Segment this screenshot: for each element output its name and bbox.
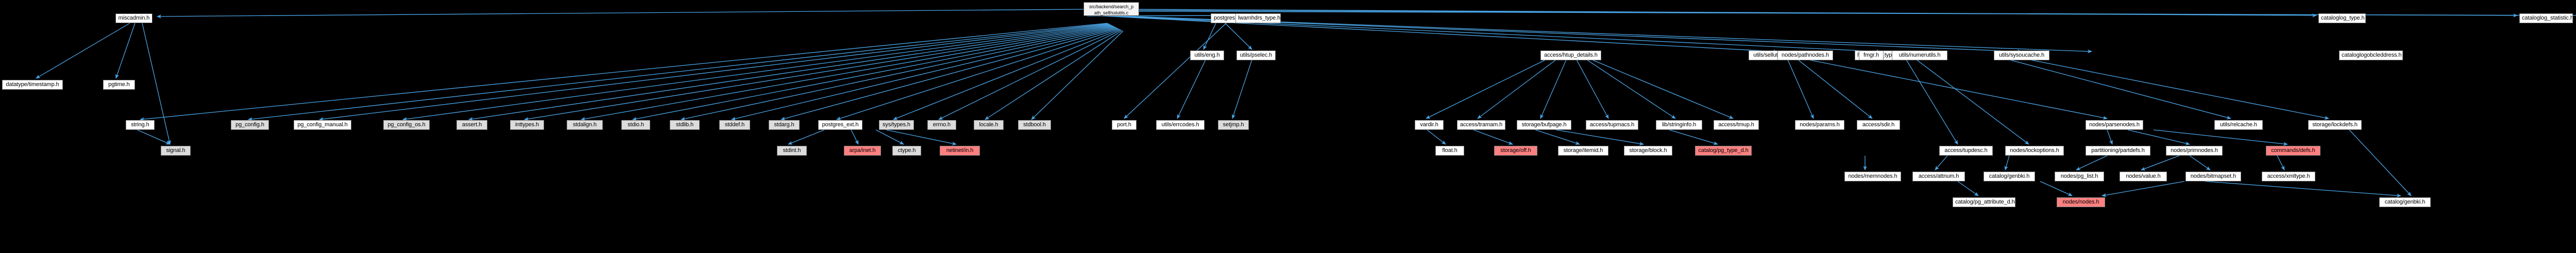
graph-node-n53[interactable]: netinet/in.h — [940, 146, 980, 156]
graph-node-n59[interactable]: catalog/pg_type_d.h — [1695, 146, 1752, 156]
graph-node-n2[interactable]: postgres.h — [1211, 13, 1243, 23]
graph-node-n16[interactable]: nodes/pathnodes.h — [1777, 50, 1833, 60]
graph-node-n36[interactable]: port.h — [1112, 120, 1137, 130]
graph-node-n1[interactable]: miscadmin.h — [115, 13, 152, 23]
graph-node-n67[interactable]: catalog/genbki.h — [1984, 172, 2035, 181]
graph-node-n62[interactable]: partitioning/partdefs.h — [2086, 146, 2150, 156]
graph-node-n33[interactable]: errno.h — [927, 120, 956, 130]
graph-node-n64[interactable]: commands/defs.h — [2266, 146, 2320, 156]
graph-node-n60[interactable]: access/tupdesc.h — [1939, 146, 1993, 156]
graph-node-n15[interactable]: access/htup_details.h — [1540, 50, 1601, 60]
graph-node-n0-line1: src/backend/search_p — [1089, 4, 1134, 9]
graph-node-n3[interactable]: lwarnhdrs_type.h — [1235, 13, 1281, 23]
graph-node-n19[interactable]: utils/sysoucache.h — [1994, 50, 2049, 60]
graph-node-n13[interactable]: utils/eng.h — [1190, 50, 1224, 60]
graph-node-n21[interactable]: pg_config.h — [231, 120, 269, 130]
graph-node-n50[interactable]: stdint.h — [777, 146, 807, 156]
graph-node-n32[interactable]: sys/types.h — [879, 120, 914, 130]
graph-node-n55[interactable]: float.h — [1435, 146, 1464, 156]
graph-node-n28[interactable]: stdlib.h — [670, 120, 700, 130]
graph-node-n74[interactable]: catalog/genbki.h — [2379, 197, 2431, 207]
graph-node-n44[interactable]: access/tmup.h — [1714, 120, 1759, 130]
graph-node-n45[interactable]: nodes/params.h — [1795, 120, 1844, 130]
graph-node-n5[interactable]: cataloglog_statistic.h — [2519, 13, 2573, 23]
graph-node-n40[interactable]: access/tramam.h — [1457, 120, 1505, 130]
graph-node-n43[interactable]: lib/stringinfo.h — [1656, 120, 1702, 130]
graph-node-n20[interactable]: string.h — [126, 120, 155, 130]
graph-node-n69[interactable]: nodes/value.h — [2120, 172, 2167, 181]
graph-node-n24[interactable]: assert.h — [456, 120, 487, 130]
graph-node-n34[interactable]: locale.h — [974, 120, 1004, 130]
graph-node-n54[interactable]: signal.h — [161, 146, 191, 156]
graph-node-n30[interactable]: stdarg.h — [769, 120, 800, 130]
graph-node-n56[interactable]: storage/off.h — [1494, 146, 1537, 156]
graph-node-n27[interactable]: stdio.h — [621, 120, 650, 130]
graph-node-n35[interactable]: stdbool.h — [1018, 120, 1051, 130]
graph-node-n41[interactable]: storage/bufpage.h — [1517, 120, 1571, 130]
graph-node-n57[interactable]: storage/itemid.h — [1558, 146, 1608, 156]
graph-node-n68[interactable]: nodes/pg_list.h — [2055, 172, 2104, 181]
graph-node-n37[interactable]: utils/errcodes.h — [1156, 120, 1205, 130]
graph-node-n49[interactable]: storage/lockdefs.h — [2308, 120, 2362, 130]
graph-node-n8[interactable]: pgtime.h — [103, 80, 135, 90]
graph-node-n14[interactable]: utils/pselec.h — [1236, 50, 1276, 60]
graph-node-n29[interactable]: stddef.h — [719, 120, 750, 130]
graph-node-n66[interactable]: access/attnum.h — [1912, 172, 1965, 181]
graph-node-n52[interactable]: ctype.h — [892, 146, 921, 156]
graph-node-n23[interactable]: pg_config_os.h — [383, 120, 430, 130]
graph-node-n72[interactable]: catalog/pg_attribute_d.h — [1953, 197, 2015, 207]
graph-node-n42[interactable]: access/tupmacs.h — [1586, 120, 1638, 130]
graph-node-n46[interactable]: access/sdir.h — [1857, 120, 1900, 130]
graph-node-n63[interactable]: nodes/primnodes.h — [2166, 146, 2223, 156]
graph-node-n48[interactable]: utils/relcache.h — [2214, 120, 2263, 130]
graph-node-n47[interactable]: nodes/parsenodes.h — [2086, 120, 2143, 130]
graph-node-n4[interactable]: cataloglog_type.h — [2318, 13, 2366, 23]
graph-node-n17[interactable]: fmgr.h — [1859, 50, 1884, 60]
graph-node-n39[interactable]: vardir.h — [1415, 120, 1444, 130]
graph-node-n38[interactable]: setjmp.h — [1218, 120, 1249, 130]
graph-node-n0-line2: ath_self/sslutils.c — [1094, 10, 1129, 15]
graph-node-n22[interactable]: pg_config_manual.h — [294, 120, 351, 130]
graph-node-n26[interactable]: stdalign.h — [567, 120, 603, 130]
graph-node-n51[interactable]: arpa/inet.h — [844, 146, 881, 156]
graph-node-n18[interactable]: utils/numerutils.h — [1892, 50, 1947, 60]
graph-node-n58[interactable]: storage/block.h — [1624, 146, 1672, 156]
graph-node-n61[interactable]: nodes/lockoptions.h — [2005, 146, 2064, 156]
graph-node-n71[interactable]: access/xmltype.h — [2262, 172, 2315, 181]
graph-node-n73[interactable]: nodes/nodes.h — [2057, 197, 2105, 207]
graph-node-n7[interactable]: datatype/timestamp.h — [2, 80, 63, 90]
graph-node-n31[interactable]: postgres_ext.h — [818, 120, 862, 130]
graph-node-n25[interactable]: inttypes.h — [510, 120, 544, 130]
graph-node-n70[interactable]: nodes/bitmapset.h — [2185, 172, 2241, 181]
graph-node-n65[interactable]: nodes/memnodes.h — [1844, 172, 1901, 181]
graph-node-n11[interactable]: cataloglogobcleddress.h — [2339, 50, 2403, 60]
